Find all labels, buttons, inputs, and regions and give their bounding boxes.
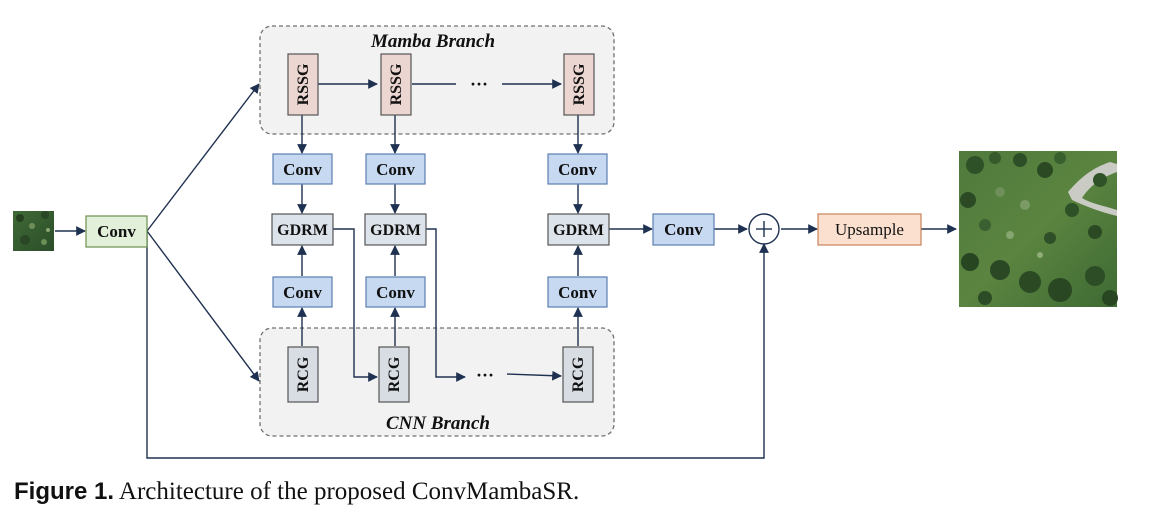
mamba-branch-title: Mamba Branch	[370, 31, 495, 52]
add-node	[748, 213, 780, 245]
upper-conv-label: Conv	[283, 160, 322, 179]
upsample-block: Upsample	[817, 213, 922, 246]
gdrm-label: GDRM	[277, 222, 328, 239]
rcg-label: RCG	[570, 356, 587, 392]
lower-conv-label: Conv	[376, 283, 415, 302]
cnn-branch-box	[259, 327, 615, 437]
lower-conv-label: Conv	[558, 283, 597, 302]
final-conv-block: Conv	[652, 213, 715, 246]
output-image	[959, 151, 1118, 307]
lower-conv-block: Conv	[365, 276, 426, 308]
rssg-block: RSSG	[380, 53, 412, 116]
mamba-branch-box	[259, 25, 615, 135]
gdrm-block: GDRM	[364, 213, 427, 246]
rssg-label: RSSG	[388, 63, 405, 105]
upper-conv-label: Conv	[558, 160, 597, 179]
lower-conv-label: Conv	[283, 283, 322, 302]
rssg-block: RSSG	[287, 53, 319, 116]
rcg-block: RCG	[287, 346, 319, 403]
upper-conv-block: Conv	[272, 153, 333, 185]
upper-conv-block: Conv	[365, 153, 426, 185]
connectors	[55, 79, 957, 459]
lower-conv-block: Conv	[547, 276, 608, 308]
rcg-label: RCG	[386, 356, 403, 392]
rssg-label: RSSG	[295, 63, 312, 105]
rcg-block: RCG	[562, 346, 594, 403]
mamba-ellipsis: ···	[470, 74, 488, 94]
input-conv-block: Conv	[85, 215, 148, 248]
upsample-label: Upsample	[835, 220, 904, 239]
rssg-block: RSSG	[563, 53, 595, 116]
gdrm-block: GDRM	[547, 213, 610, 246]
rcg-label: RCG	[295, 356, 312, 392]
cnn-ellipsis: ···	[476, 365, 494, 385]
caption-label: Figure 1.	[14, 478, 115, 505]
upper-conv-block: Conv	[547, 153, 608, 185]
cnn-branch-title: CNN Branch	[386, 413, 490, 434]
rssg-label: RSSG	[571, 63, 588, 105]
final-conv-label: Conv	[664, 220, 703, 239]
input-conv-label: Conv	[97, 222, 136, 241]
upper-conv-label: Conv	[376, 160, 415, 179]
figure-caption: Figure 1. Architecture of the proposed C…	[14, 478, 579, 506]
rcg-block: RCG	[378, 346, 410, 403]
gdrm-label: GDRM	[370, 222, 421, 239]
gdrm-label: GDRM	[553, 222, 604, 239]
gdrm-block: GDRM	[271, 213, 334, 246]
caption-text: Architecture of the proposed ConvMambaSR…	[118, 478, 580, 505]
lower-conv-block: Conv	[272, 276, 333, 308]
input-image	[13, 211, 54, 251]
